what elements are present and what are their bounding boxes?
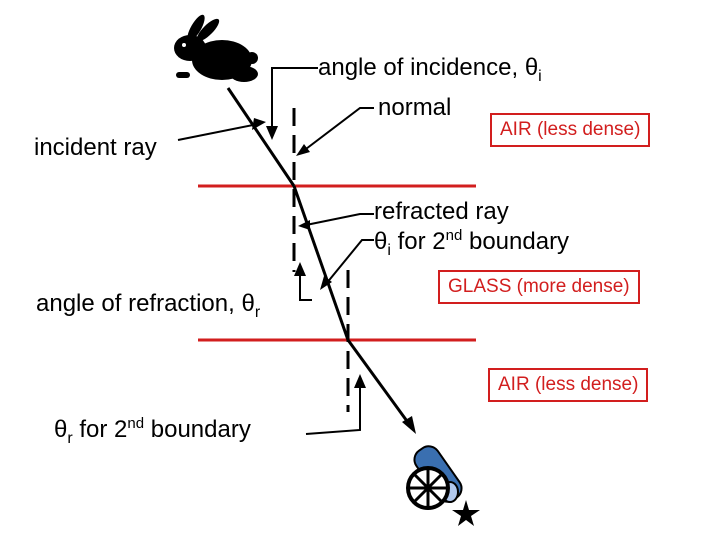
air-top-box: AIR (less dense) — [490, 113, 651, 147]
pointer-arrows — [177, 67, 374, 435]
emergent-ray-line — [346, 339, 414, 429]
glass-box: GLASS (more dense) — [438, 270, 640, 304]
rabbit-icon — [174, 14, 258, 82]
incident-ray-label: incident ray — [34, 134, 157, 161]
theta-i-second-boundary-label: θi for 2nd boundary — [374, 227, 570, 259]
air-bottom-box: AIR (less dense) — [488, 368, 649, 402]
normal-label: normal — [378, 94, 452, 121]
pointer-arrowheads — [252, 118, 366, 388]
angle-of-refraction-label: angle of refraction, θr — [36, 290, 261, 321]
angle-of-incidence-label: angle of incidence, θi — [318, 54, 542, 85]
star-icon — [452, 500, 480, 526]
incident-ray-line — [226, 87, 296, 187]
ray-arrowhead — [402, 416, 416, 434]
refracted-ray-line — [292, 185, 350, 341]
theta-r-second-boundary-label: θr for 2nd boundary — [54, 415, 251, 447]
cannon-icon — [406, 445, 463, 510]
refracted-ray-label: refracted ray — [374, 198, 509, 225]
theta-symbol: θ — [524, 54, 539, 81]
